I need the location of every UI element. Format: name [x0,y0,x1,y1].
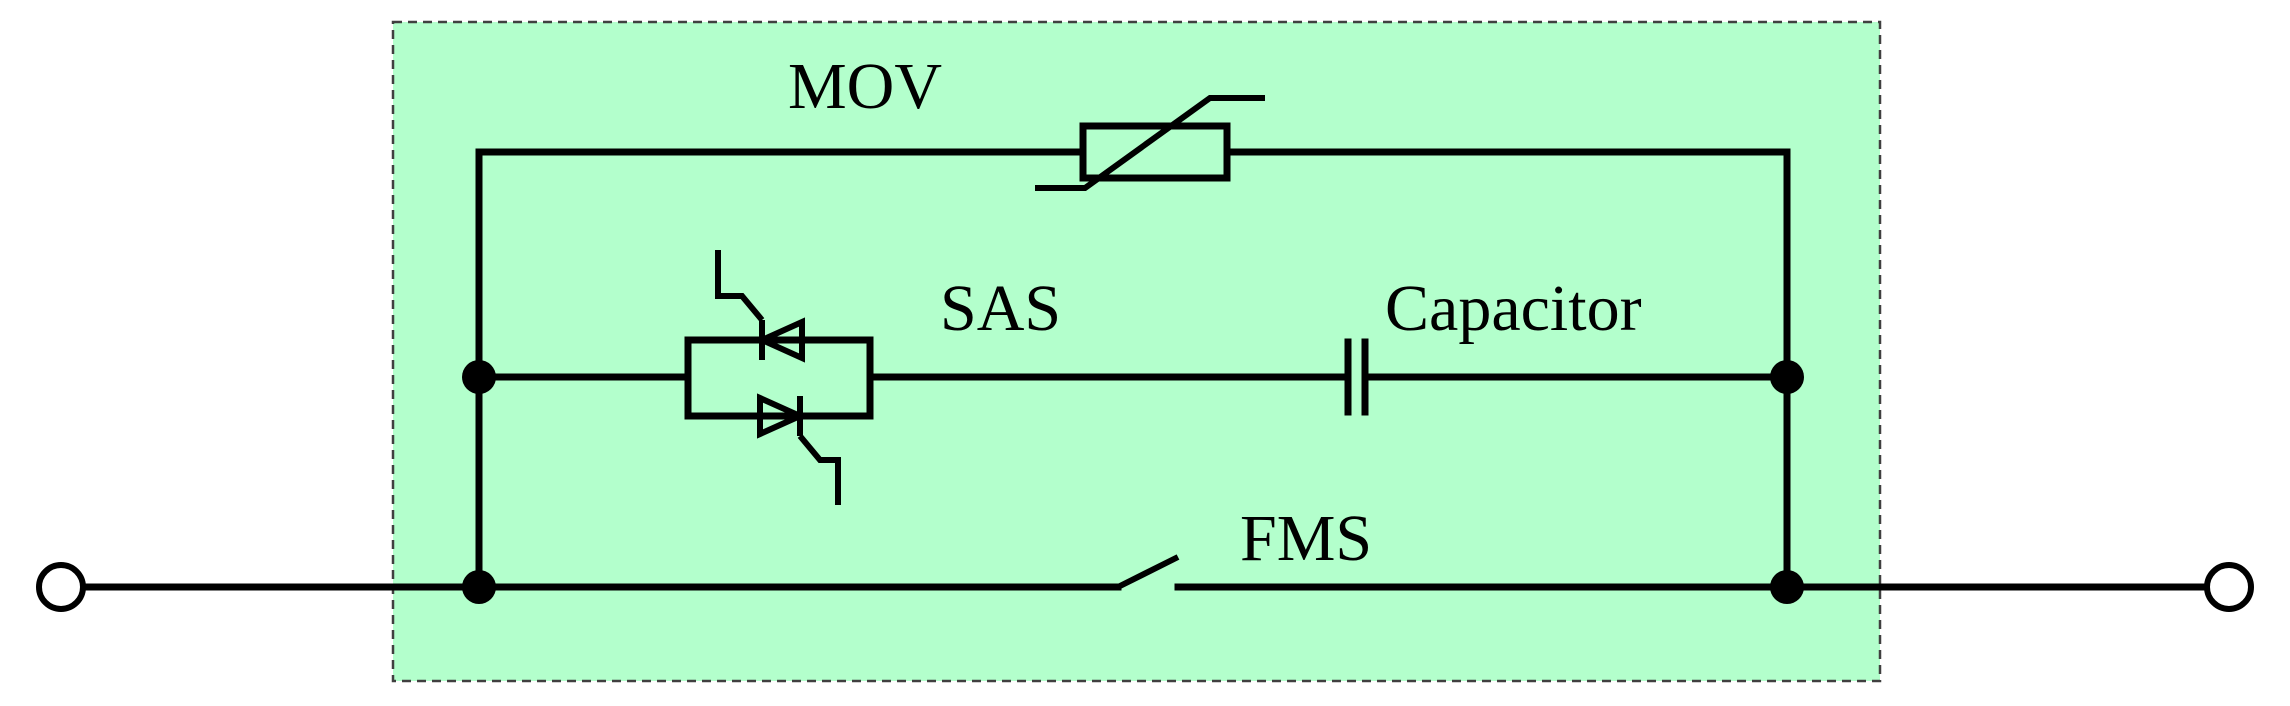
thyristor-lower-icon [757,393,808,439]
fms-main-line [79,554,2211,591]
thyristor-upper-icon [754,317,805,363]
terminal-left [36,562,86,612]
mov-varistor-symbol [1079,122,1231,182]
gate-lower [797,434,841,505]
capacitor-label: Capacitor [1385,272,1642,345]
mov-branch [475,95,1791,191]
sas-label: SAS [940,272,1061,345]
mov-label: MOV [788,50,942,123]
gate-upper [715,250,765,322]
junction-dot [462,360,496,394]
sas-capacitor-branch [475,250,1791,505]
junction-dot [462,570,496,604]
module-enclosure [391,20,1882,683]
fms-switch-blade [1116,554,1180,590]
junction-dot [1770,360,1804,394]
mov-varistor-slash [1035,95,1265,191]
fms-label: FMS [1240,502,1372,575]
terminal-right [2204,562,2254,612]
sas-thyristor-box [684,336,874,420]
junction-dot [1770,570,1804,604]
